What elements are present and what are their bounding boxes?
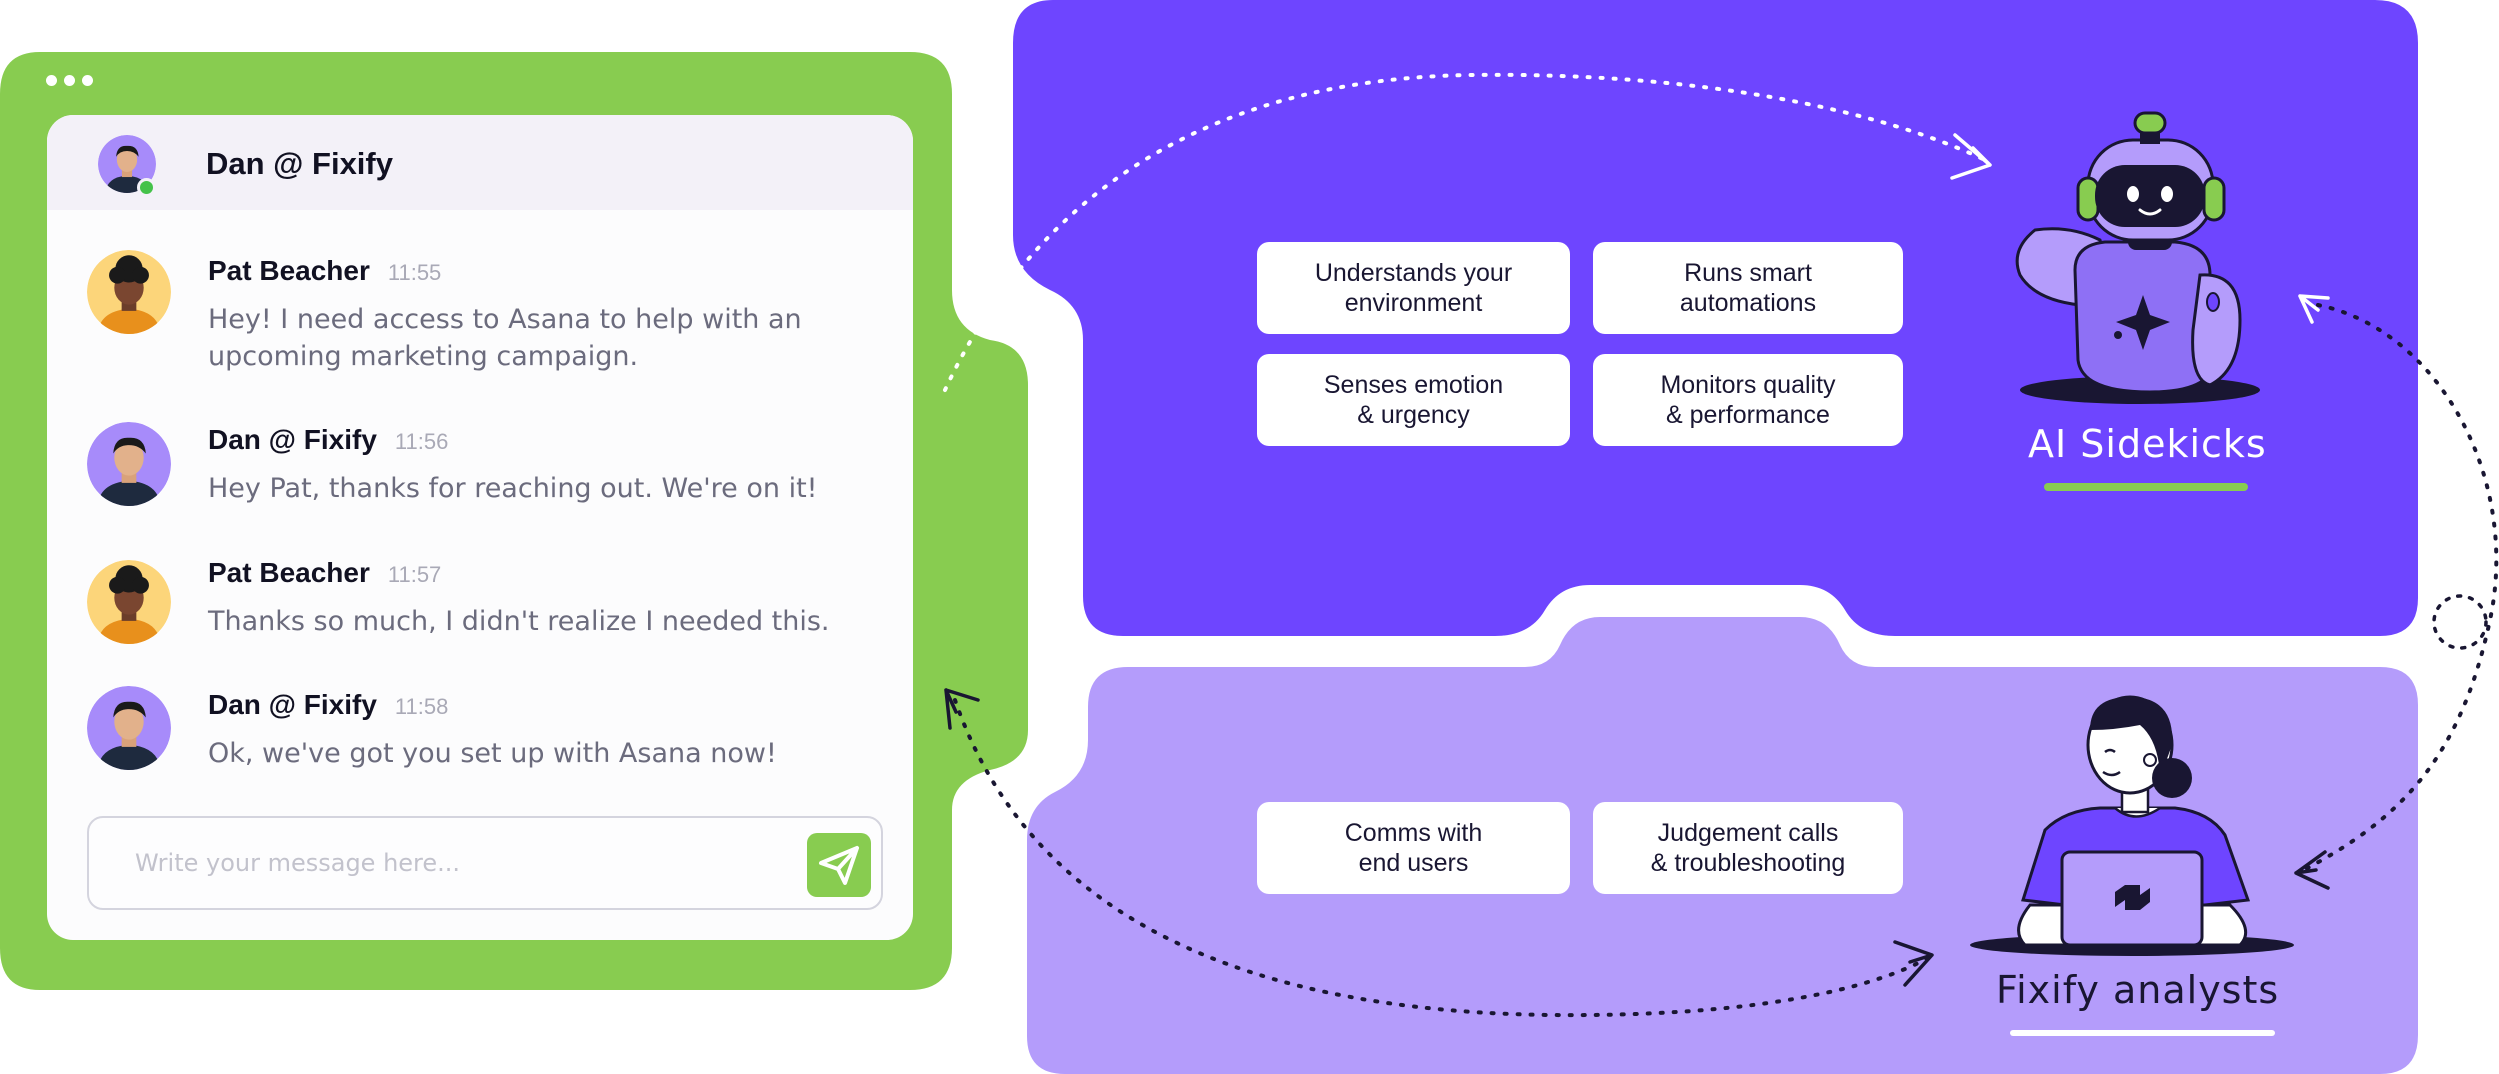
feature-smart-automations: Runs smart automations (1593, 242, 1903, 334)
dotted-arrow-top (943, 72, 1987, 392)
message-author: Dan @ Fixify (208, 424, 377, 455)
message-author: Pat Beacher (208, 255, 370, 286)
message-1: Pat Beacher 11:55 Hey! I need access to A… (208, 255, 848, 375)
avatar-pat[interactable] (87, 560, 171, 644)
avatar-dan[interactable] (87, 422, 171, 506)
message-text: Hey! I need access to Asana to help with… (208, 304, 802, 372)
message-time: 11:57 (387, 562, 442, 587)
send-icon (819, 846, 859, 885)
window-dot (82, 75, 93, 86)
feature-understands-environment: Understands your environment (1257, 242, 1570, 334)
avatar-dan[interactable] (87, 686, 171, 770)
message-input[interactable]: Write your message here... (87, 816, 883, 910)
send-button[interactable] (807, 833, 871, 897)
message-time: 11:58 (394, 694, 449, 719)
ai-sidekicks-label: AI Sidekicks (2028, 422, 2267, 466)
message-text: Thanks so much, I didn't realize I neede… (208, 606, 830, 637)
message-input-placeholder: Write your message here... (135, 849, 461, 877)
window-dot (46, 75, 57, 86)
feature-quality-performance: Monitors quality & performance (1593, 354, 1903, 446)
feature-comms-end-users: Comms with end users (1257, 802, 1570, 894)
chat-header-name: Dan @ Fixify (206, 146, 393, 181)
arrowhead-top (1950, 133, 1992, 180)
message-text: Ok, we've got you set up with Asana now! (208, 738, 777, 769)
arrowhead-right-bottom (2294, 850, 2330, 890)
message-text: Hey Pat, thanks for reaching out. We're … (208, 473, 818, 504)
message-4: Dan @ Fixify 11:58 Ok, we've got you set … (208, 689, 848, 772)
chat-header (47, 115, 913, 210)
message-time: 11:56 (394, 429, 449, 454)
loop-mark (2432, 594, 2488, 650)
arrowhead-right-top (2298, 294, 2330, 324)
fixify-analysts-label: Fixify analysts (1996, 968, 2280, 1012)
feature-judgement-calls: Judgement calls & troubleshooting (1593, 802, 1903, 894)
online-status-dot (137, 178, 156, 197)
message-time: 11:55 (387, 260, 442, 285)
message-2: Dan @ Fixify 11:56 Hey Pat, thanks for re… (208, 424, 848, 507)
arrowhead-left (944, 688, 980, 730)
message-author: Pat Beacher (208, 557, 370, 588)
arrowhead-bottom (1893, 940, 1934, 987)
message-3: Pat Beacher 11:57 Thanks so much, I didn'… (208, 557, 848, 640)
avatar-pat[interactable] (87, 250, 171, 334)
message-author: Dan @ Fixify (208, 689, 377, 720)
dotted-arrow-bottom (953, 698, 1930, 1018)
feature-emotion-urgency: Senses emotion & urgency (1257, 354, 1570, 446)
robot-illustration (2015, 111, 2260, 491)
chat-panel (47, 115, 913, 940)
window-dot (64, 75, 75, 86)
window-dots-icon (46, 75, 93, 86)
analyst-illustration (1970, 695, 2294, 1036)
